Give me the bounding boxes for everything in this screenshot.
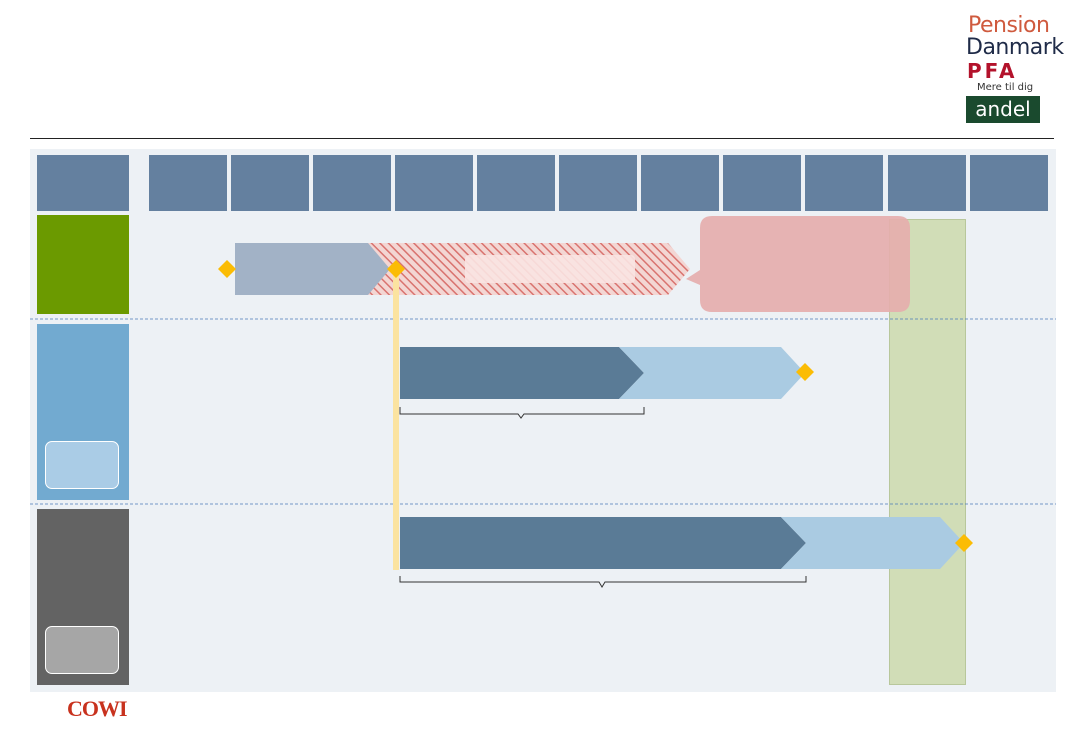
header-cell-5 [477, 155, 555, 211]
milestone-diamond-icon [387, 260, 405, 278]
header-cell-6 [559, 155, 637, 211]
header-cell-8 [723, 155, 801, 211]
phase-light-arrow-3 [781, 517, 964, 569]
andel-logo: andel [966, 96, 1040, 123]
phase-dark-arrow-3 [400, 517, 806, 569]
title-rule [30, 138, 1054, 139]
start-marker-bar [393, 272, 399, 570]
header-cell-3 [313, 155, 391, 211]
header-cell-7 [641, 155, 719, 211]
header-cell-11 [970, 155, 1048, 211]
header-cell-9 [805, 155, 883, 211]
pension-logo-text: Pension [968, 13, 1050, 38]
header-cell-4 [395, 155, 473, 211]
header-cell-label [37, 155, 129, 211]
danmark-logo-text: Danmark [966, 35, 1064, 60]
phase-light-arrow-2 [619, 347, 805, 399]
milestone-diamond-icon [218, 260, 236, 278]
header-cell-1 [149, 155, 227, 211]
lane-grey-tag [45, 626, 119, 674]
milestone-diamond-icon [796, 363, 814, 381]
lane-label-green [37, 215, 129, 314]
brace-icon [399, 407, 645, 419]
lane-blue-tag [45, 441, 119, 489]
cowi-logo: COWI [67, 696, 128, 721]
header-cell-10 [888, 155, 966, 211]
callout-bubble [686, 216, 910, 312]
pfa-logo: PFA [967, 59, 1018, 83]
delay-label-box [465, 255, 635, 283]
brace-icon [399, 576, 807, 588]
phase-grey-arrow [235, 243, 390, 295]
milestone-diamond-icon [955, 534, 973, 552]
header-cell-2 [231, 155, 309, 211]
pfa-tagline: Mere til dig [977, 82, 1034, 93]
phase-dark-arrow-2 [400, 347, 644, 399]
